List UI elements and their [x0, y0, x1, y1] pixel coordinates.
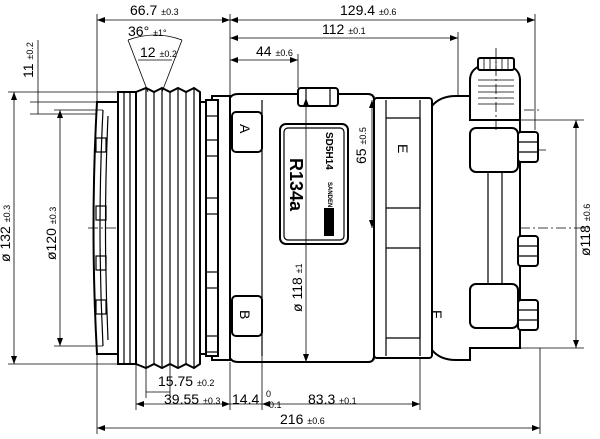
dim-flange-gap: 14.4 — [232, 391, 259, 407]
label-ear-b: B — [237, 310, 253, 319]
dim-hub-depth: 11 ±0.2 — [20, 42, 36, 78]
nameplate-model: SD5H14 — [323, 132, 334, 170]
dim-groove-angle: 36° ±1° — [128, 23, 167, 39]
dim-pulley-front: 39.55 ±0.3 — [164, 391, 220, 407]
dimension-lines — [8, 14, 584, 434]
nameplate-brand: SANDEN — [326, 182, 332, 207]
rear-head — [431, 95, 539, 361]
label-ear-a: A — [237, 124, 253, 134]
dim-rear-dia: ø118 ±0.6 — [577, 204, 593, 256]
dim-body-dia: ø 118 ±1 — [289, 263, 305, 312]
dim-pulley-dia-outer: ø 132 ±0.3 — [0, 205, 13, 262]
nameplate-barcode — [324, 208, 334, 236]
dim-pulley-dia-inner: ø120 ±0.3 — [43, 207, 59, 260]
service-port — [469, 48, 521, 130]
label-ear-e: E — [395, 144, 411, 153]
dim-ear-spacing: 83.3 ±0.1 — [308, 391, 357, 407]
dim-flange-gap-tol-lower: -0.1 — [266, 400, 282, 410]
dim-clutch-offset: 44 ±0.6 — [256, 43, 293, 59]
arrowheads — [11, 17, 579, 431]
label-ear-f: F — [429, 310, 445, 319]
dim-pulley-overall: 66.7 ±0.3 — [130, 2, 179, 18]
dim-flange-gap-tol-upper: 0 — [266, 389, 271, 399]
dim-groove-width: 12 ±0.2 — [140, 44, 177, 60]
dim-mount-height: 65 ±0.5 — [353, 127, 369, 164]
dim-body-length: 112 ±0.1 — [322, 21, 366, 37]
dim-groove-spacing: 15.75 ±0.2 — [158, 373, 214, 389]
dim-body-overall: 129.4 ±0.6 — [340, 2, 396, 18]
dim-overall-length: 216 ±0.6 — [280, 411, 325, 427]
nameplate-refrigerant: R134a — [286, 158, 306, 212]
front-head — [205, 99, 219, 357]
